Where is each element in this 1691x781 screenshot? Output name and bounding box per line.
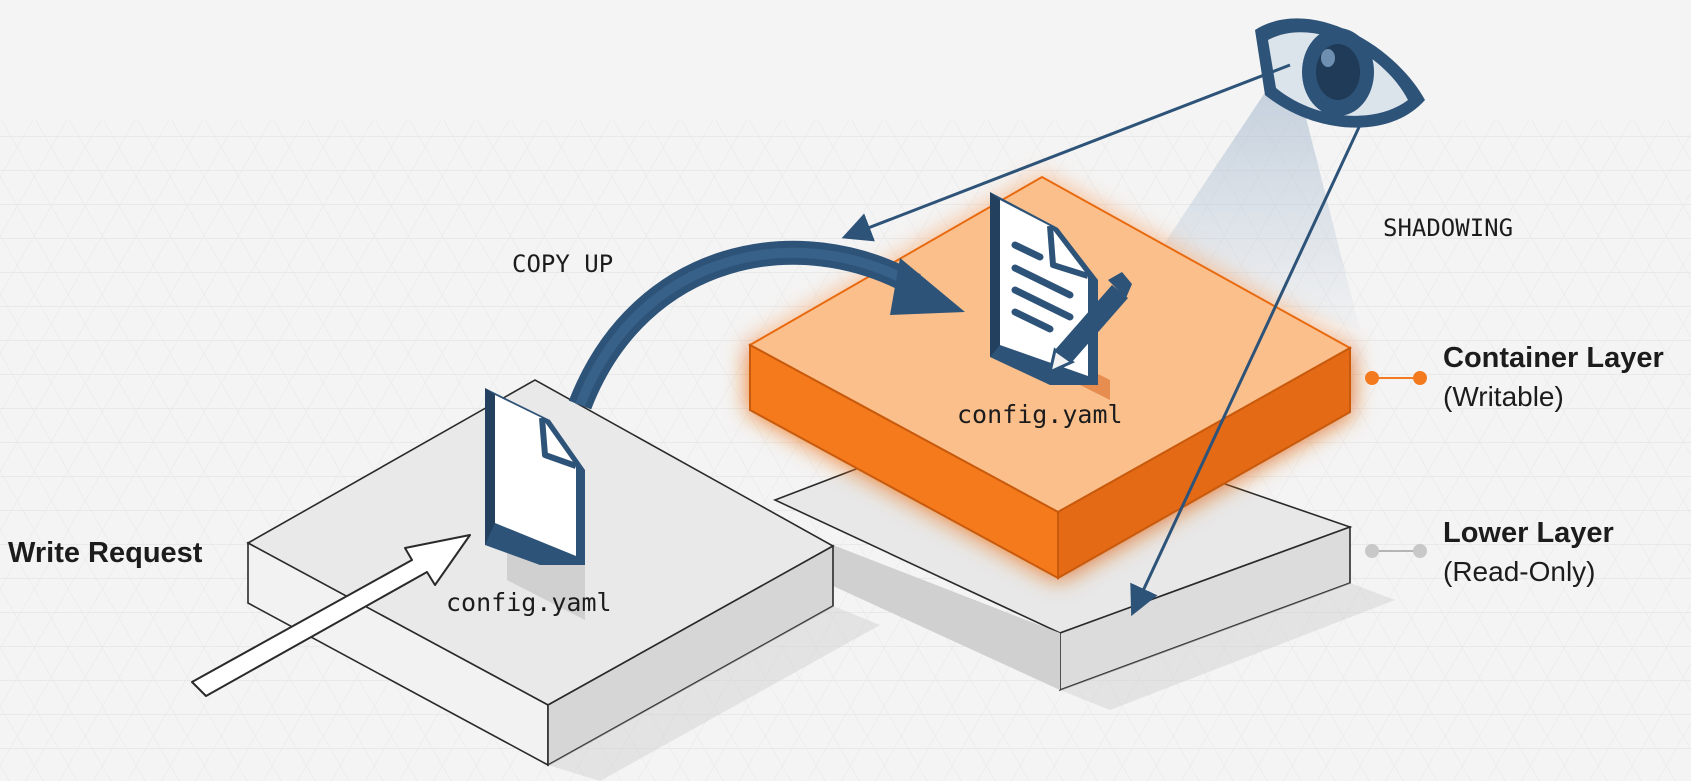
pencil-icon xyxy=(1047,272,1132,375)
write-request-label: Write Request xyxy=(8,537,203,569)
write-request-arrow xyxy=(191,534,471,697)
shadowing-beam xyxy=(1150,55,1360,330)
copy-up-label: COPY UP xyxy=(512,250,614,278)
legend-connector-container xyxy=(1365,371,1427,385)
shadowing-label: SHADOWING xyxy=(1383,214,1514,242)
copy-up-arrow xyxy=(568,240,965,410)
file-name-upper: config.yaml xyxy=(957,400,1123,429)
legend-container-title: Container Layer xyxy=(1443,342,1664,374)
eye-icon xyxy=(1255,18,1425,128)
shadowing-arrows xyxy=(841,63,1362,617)
legend-lower-subtitle: (Read-Only) xyxy=(1443,556,1596,587)
file-name-lower: config.yaml xyxy=(446,588,612,617)
file-icon xyxy=(485,388,585,620)
legend-container-subtitle: (Writable) xyxy=(1443,381,1564,412)
legend-connector-lower xyxy=(1365,544,1427,558)
background-top-fade xyxy=(0,0,720,120)
legend-lower-title: Lower Layer xyxy=(1443,517,1614,549)
